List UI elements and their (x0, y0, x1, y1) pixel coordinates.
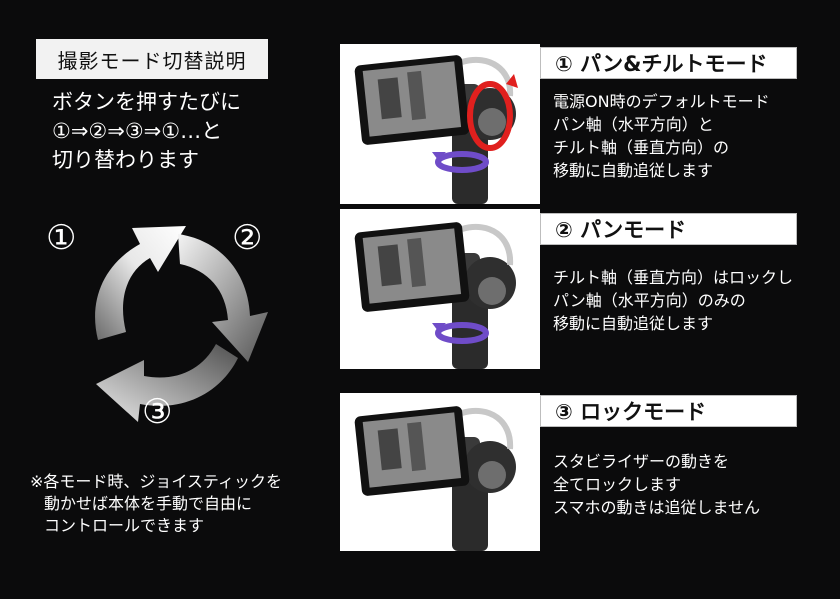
desc-line: スタビライザーの動きを (553, 452, 730, 471)
cycle-label-2: ② (232, 218, 263, 258)
note-line: ※各モード時、ジョイスティックを (30, 472, 282, 491)
intro-line: ①⇒②⇒③⇒①…と (52, 119, 223, 143)
mode-heading-pan: ② パンモード (540, 213, 797, 245)
intro-text: ボタンを押すたびに ①⇒②⇒③⇒①…と 切り替わります (52, 88, 241, 175)
pan-arrow-icon (435, 322, 489, 344)
gimbal-photo-lock (340, 393, 540, 551)
mode-desc-lock: スタビライザーの動きを 全てロックします スマホの動きは追従しません (553, 450, 760, 519)
cycle-arrow-2 (178, 234, 268, 362)
mode-heading-lock: ③ ロックモード (540, 395, 797, 427)
intro-line: ボタンを押すたびに (52, 90, 241, 114)
gimbal-photo-pan-tilt (340, 44, 540, 204)
mode-desc-pan-tilt: 電源ON時のデフォルトモード パン軸（水平方向）と チルト軸（垂直方向）の 移動… (553, 90, 770, 182)
cycle-arrow-1 (95, 226, 186, 340)
gimbal-photo-pan (340, 209, 540, 369)
pan-arrow-icon (435, 151, 489, 173)
desc-line: 電源ON時のデフォルトモード (553, 92, 770, 111)
cycle-label-1: ① (46, 218, 77, 258)
page-title: 撮影モード切替説明 (36, 39, 268, 79)
intro-line: 切り替わります (52, 148, 199, 172)
desc-line: 移動に自動追従します (553, 314, 714, 333)
desc-line: 移動に自動追従します (553, 161, 714, 180)
note-line: 動かせば本体を手動で自由に (44, 494, 253, 513)
tilt-arrow-icon (467, 81, 513, 151)
cycle-arrow-3 (96, 344, 238, 422)
mode-cycle-diagram: ① ② ③ (36, 208, 286, 438)
cycle-arrows-icon (95, 226, 268, 422)
mode-heading-pan-tilt: ① パン&チルトモード (540, 47, 797, 79)
mode-desc-pan: チルト軸（垂直方向）はロックし パン軸（水平方向）のみの 移動に自動追従します (553, 266, 793, 335)
desc-line: チルト軸（垂直方向）の (553, 138, 730, 157)
joystick-note: ※各モード時、ジョイスティックを 動かせば本体を手動で自由に コントロールできま… (30, 471, 282, 537)
note-line: コントロールできます (44, 516, 205, 535)
desc-line: スマホの動きは追従しません (553, 498, 761, 517)
desc-line: パン軸（水平方向）のみの (553, 291, 746, 310)
desc-line: チルト軸（垂直方向）はロックし (553, 268, 794, 287)
desc-line: パン軸（水平方向）と (553, 115, 714, 134)
desc-line: 全てロックします (553, 475, 682, 494)
cycle-label-3: ③ (142, 392, 173, 432)
